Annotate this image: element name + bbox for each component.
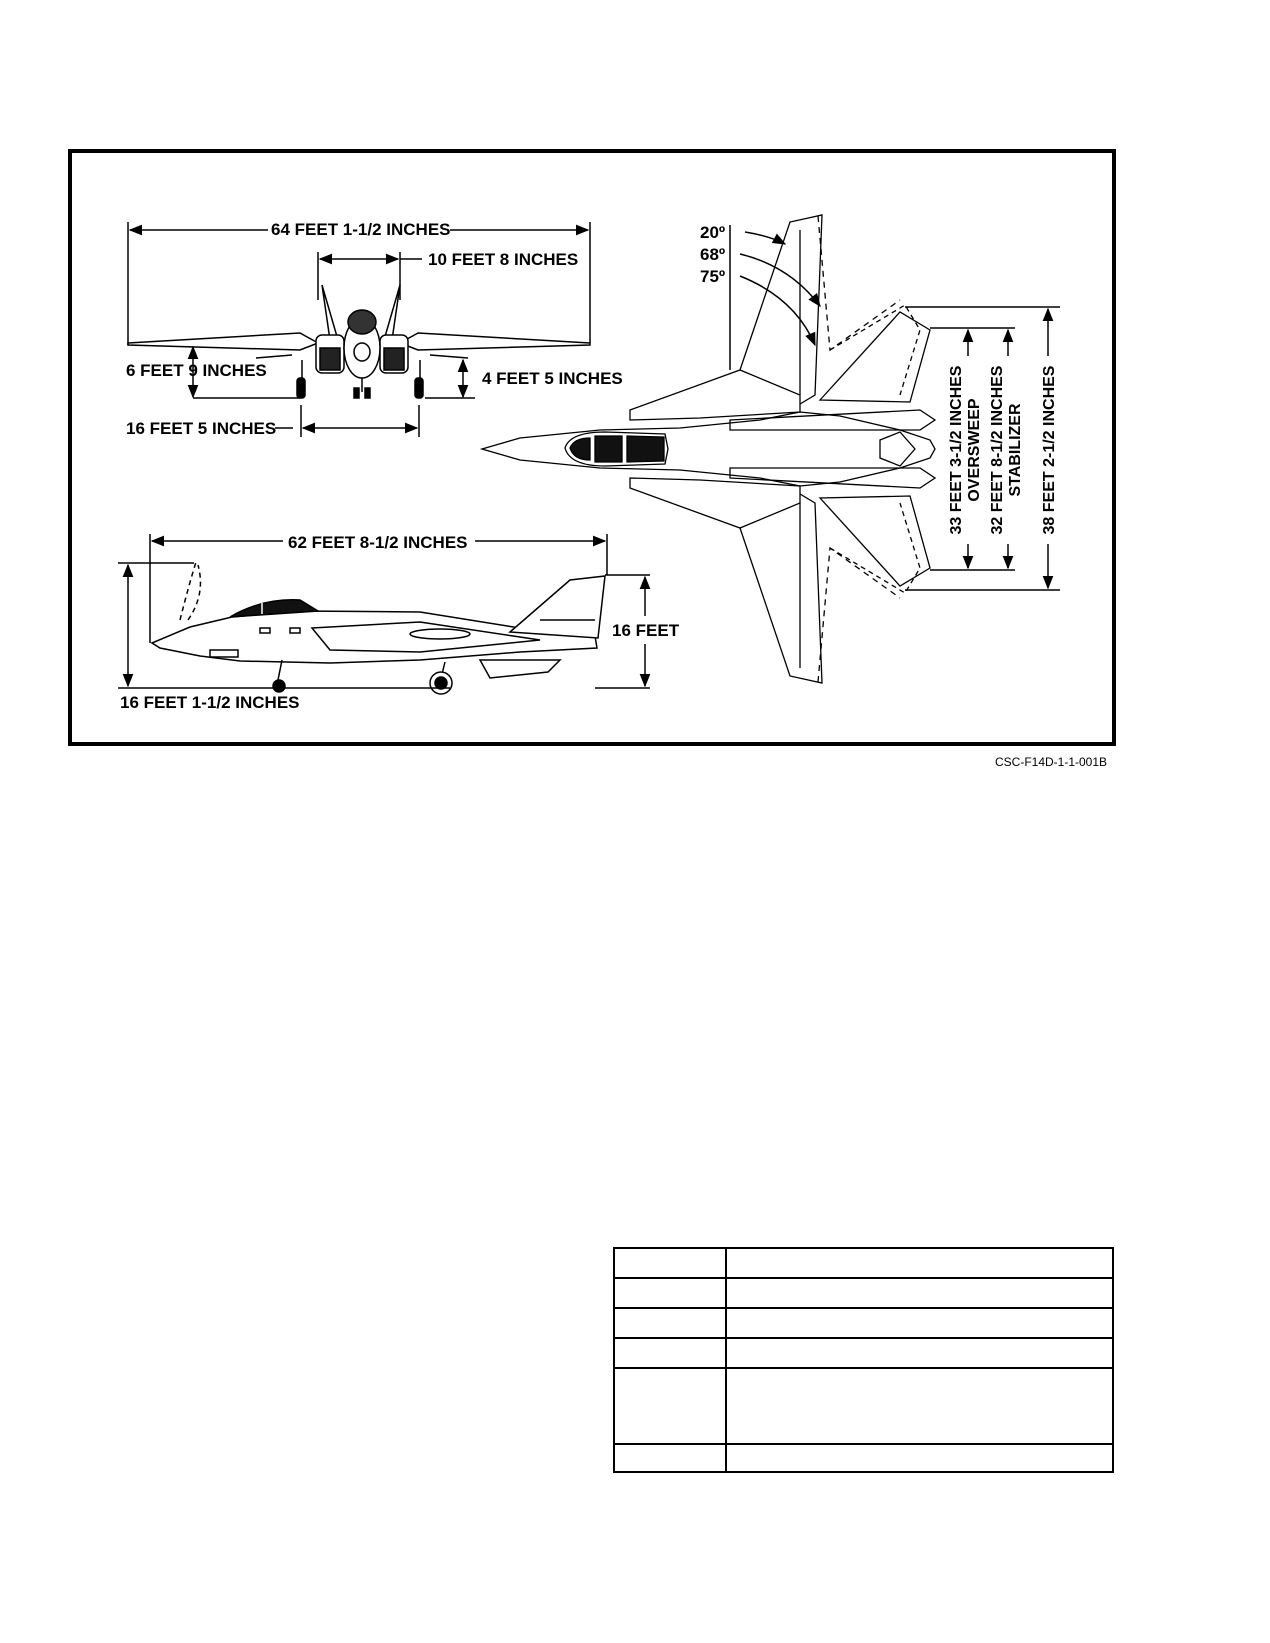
table-cell	[725, 1337, 1114, 1369]
front-wingtip-height-label: 6 FEET 9 INCHES	[126, 361, 267, 380]
empty-table	[613, 1247, 1114, 1473]
svg-text:32 FEET 8-1/2 INCHES: 32 FEET 8-1/2 INCHES	[989, 365, 1006, 534]
figure-id: CSC-F14D-1-1-001B	[995, 755, 1108, 769]
table-row	[613, 1367, 1114, 1445]
top-view-dimensions	[729, 225, 1060, 591]
table-cell	[613, 1247, 727, 1279]
table-cell	[613, 1277, 727, 1309]
oversweep-span-label: 33 FEET 3-1/2 INCHES OVERSWEEP	[948, 365, 983, 534]
sweep-angle-75: 75º	[700, 267, 725, 286]
figure-frame	[68, 149, 1116, 746]
sweep-angle-20: 20º	[700, 223, 725, 242]
table-cell	[725, 1277, 1114, 1309]
side-height-label: 16 FEET	[612, 621, 680, 640]
table-row	[613, 1443, 1114, 1473]
svg-text:OVERSWEEP: OVERSWEEP	[966, 398, 983, 501]
side-view-dimensions	[118, 534, 651, 689]
front-ground-clearance-label: 4 FEET 5 INCHES	[482, 369, 623, 388]
full-width-label: 38 FEET 2-1/2 INCHES	[1041, 365, 1058, 534]
table-cell	[725, 1443, 1114, 1473]
table-row	[613, 1277, 1114, 1309]
sweep-angle-68: 68º	[700, 245, 725, 264]
table-cell	[725, 1247, 1114, 1279]
top-view	[479, 214, 937, 684]
table-row	[613, 1337, 1114, 1369]
table-cell	[613, 1443, 727, 1473]
svg-text:STABILIZER: STABILIZER	[1007, 403, 1024, 496]
front-view-dimensions	[127, 222, 591, 437]
table-cell	[725, 1307, 1114, 1339]
side-view	[150, 561, 606, 695]
svg-text:38 FEET 2-1/2 INCHES: 38 FEET 2-1/2 INCHES	[1041, 365, 1058, 534]
side-canopy-height-label: 16 FEET 1-1/2 INCHES	[120, 693, 300, 712]
table-cell	[613, 1367, 727, 1445]
table-cell	[725, 1367, 1114, 1445]
front-span-label: 64 FEET 1-1/2 INCHES	[271, 220, 451, 239]
table-cell	[613, 1307, 727, 1339]
svg-text:33 FEET 3-1/2 INCHES: 33 FEET 3-1/2 INCHES	[948, 365, 965, 534]
table-row	[613, 1247, 1114, 1279]
side-length-label: 62 FEET 8-1/2 INCHES	[288, 533, 468, 552]
front-engine-spacing-label: 10 FEET 8 INCHES	[428, 250, 578, 269]
front-view	[127, 284, 591, 399]
table-row	[613, 1307, 1114, 1339]
front-wheel-track-label: 16 FEET 5 INCHES	[126, 419, 276, 438]
table-cell	[613, 1337, 727, 1369]
stabilizer-span-label: 32 FEET 8-1/2 INCHES STABILIZER	[989, 365, 1024, 534]
